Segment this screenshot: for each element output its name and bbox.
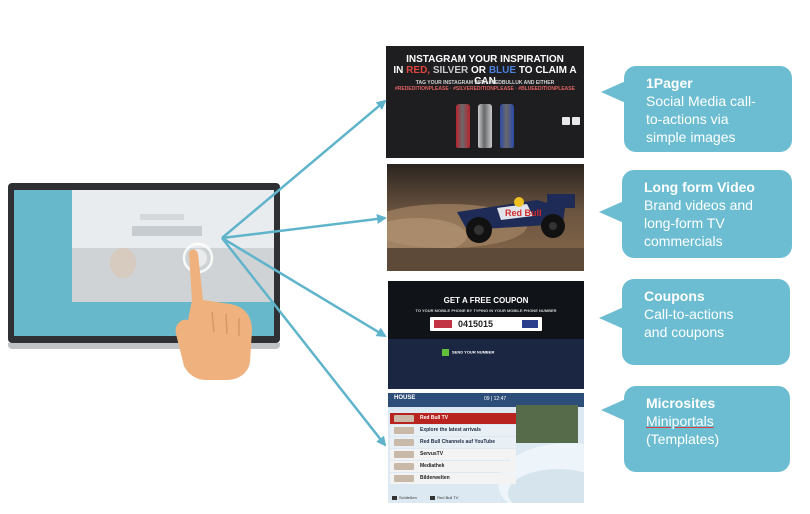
microsite-menu-item: Mediathek	[390, 461, 516, 472]
arrow-icon	[221, 237, 387, 447]
callout-body: Call-to-actions and coupons	[644, 306, 734, 340]
callout-title: Long form Video	[644, 179, 755, 195]
microsite-menu-item: Red Bull TV	[390, 413, 516, 424]
car-redbull-text: Red Bull	[505, 208, 542, 218]
menu-thumb-icon	[394, 415, 414, 422]
share-icons	[560, 112, 580, 130]
thumbnail-coupon: GET A FREE COUPON TO YOUR MOBILE PHONE B…	[388, 281, 584, 389]
callout-body: (Templates)	[646, 431, 720, 447]
microsite-logo: HOUSE	[394, 395, 416, 401]
thumbnail-long-form-video: Red Bull	[387, 164, 584, 271]
tv-screen-content	[72, 190, 274, 302]
microsite-clock: 09 | 12:47	[484, 396, 507, 402]
arrow-icon	[221, 214, 387, 240]
callout-body-underlined: Miniportals	[646, 413, 714, 429]
coupon-title: GET A FREE COUPON	[443, 296, 529, 305]
microsite-menu-item: Explore the latest arrivals	[390, 425, 516, 436]
callout-pointer	[599, 306, 626, 330]
microsite-menu-item: Bilderwelten	[390, 473, 516, 484]
can-silver	[478, 104, 492, 148]
callout-title: 1Pager	[646, 75, 693, 91]
instagram-subline: TAG YOUR INSTAGRAM WITH #REDBULLUK AND E…	[415, 80, 555, 86]
arrow-icon	[221, 236, 387, 338]
callout-title: Microsites	[646, 395, 716, 411]
callout-coupons: Coupons Call-to-actions and coupons	[622, 279, 790, 365]
microsite-preview	[516, 405, 578, 443]
callout-pointer	[601, 398, 628, 422]
menu-thumb-icon	[394, 451, 414, 458]
menu-thumb-icon	[394, 475, 414, 482]
instagram-title-line2: IN RED, SILVER OR BLUE TO CLAIM A CAN	[393, 65, 577, 87]
microsite-footer: Schließen Red Bull TV	[392, 495, 458, 500]
callout-microsites: Microsites Miniportals (Templates)	[624, 386, 790, 472]
microsite-menu-item: ServusTV	[390, 449, 516, 460]
microsite-menu-item: Red Bull Channels auf YouTube	[390, 437, 516, 448]
coupon-send-button: SEND YOUR NUMBER	[442, 349, 494, 356]
menu-thumb-icon	[394, 439, 414, 446]
instagram-title-line1: INSTAGRAM YOUR INSPIRATION	[406, 54, 564, 65]
f1-car-scene: Red Bull	[387, 164, 584, 271]
thumbnail-instagram-1pager: INSTAGRAM YOUR INSPIRATION IN RED, SILVE…	[386, 46, 584, 158]
callout-1pager: 1Pager Social Media call- to-actions via…	[624, 66, 792, 152]
coupon-phone-number: 0415015	[458, 319, 494, 329]
can-blue	[500, 104, 514, 148]
coupon-subtitle: TO YOUR MOBILE PHONE BY TYPING IN YOUR M…	[415, 308, 557, 313]
callout-body: Social Media call- to-actions via simple…	[646, 93, 756, 145]
send-icon	[442, 349, 449, 356]
arrow-icon	[221, 99, 387, 239]
hand-pointer-icon	[175, 249, 252, 380]
callout-long-form-video: Long form Video Brand videos and long-fo…	[622, 170, 792, 258]
menu-thumb-icon	[394, 427, 414, 434]
callout-title: Coupons	[644, 288, 705, 304]
tv-stand	[8, 343, 280, 349]
instagram-hashtags: #REDEDITIONPLEASE · #SILVEREDITIONPLEASE…	[395, 86, 575, 92]
can-red	[456, 104, 470, 148]
coupon-phone-input: 0415015	[430, 317, 542, 331]
callout-pointer	[601, 80, 628, 104]
callout-body: Brand videos and long-form TV commercial…	[644, 197, 753, 249]
callout-pointer	[599, 200, 626, 224]
menu-thumb-icon	[394, 463, 414, 470]
